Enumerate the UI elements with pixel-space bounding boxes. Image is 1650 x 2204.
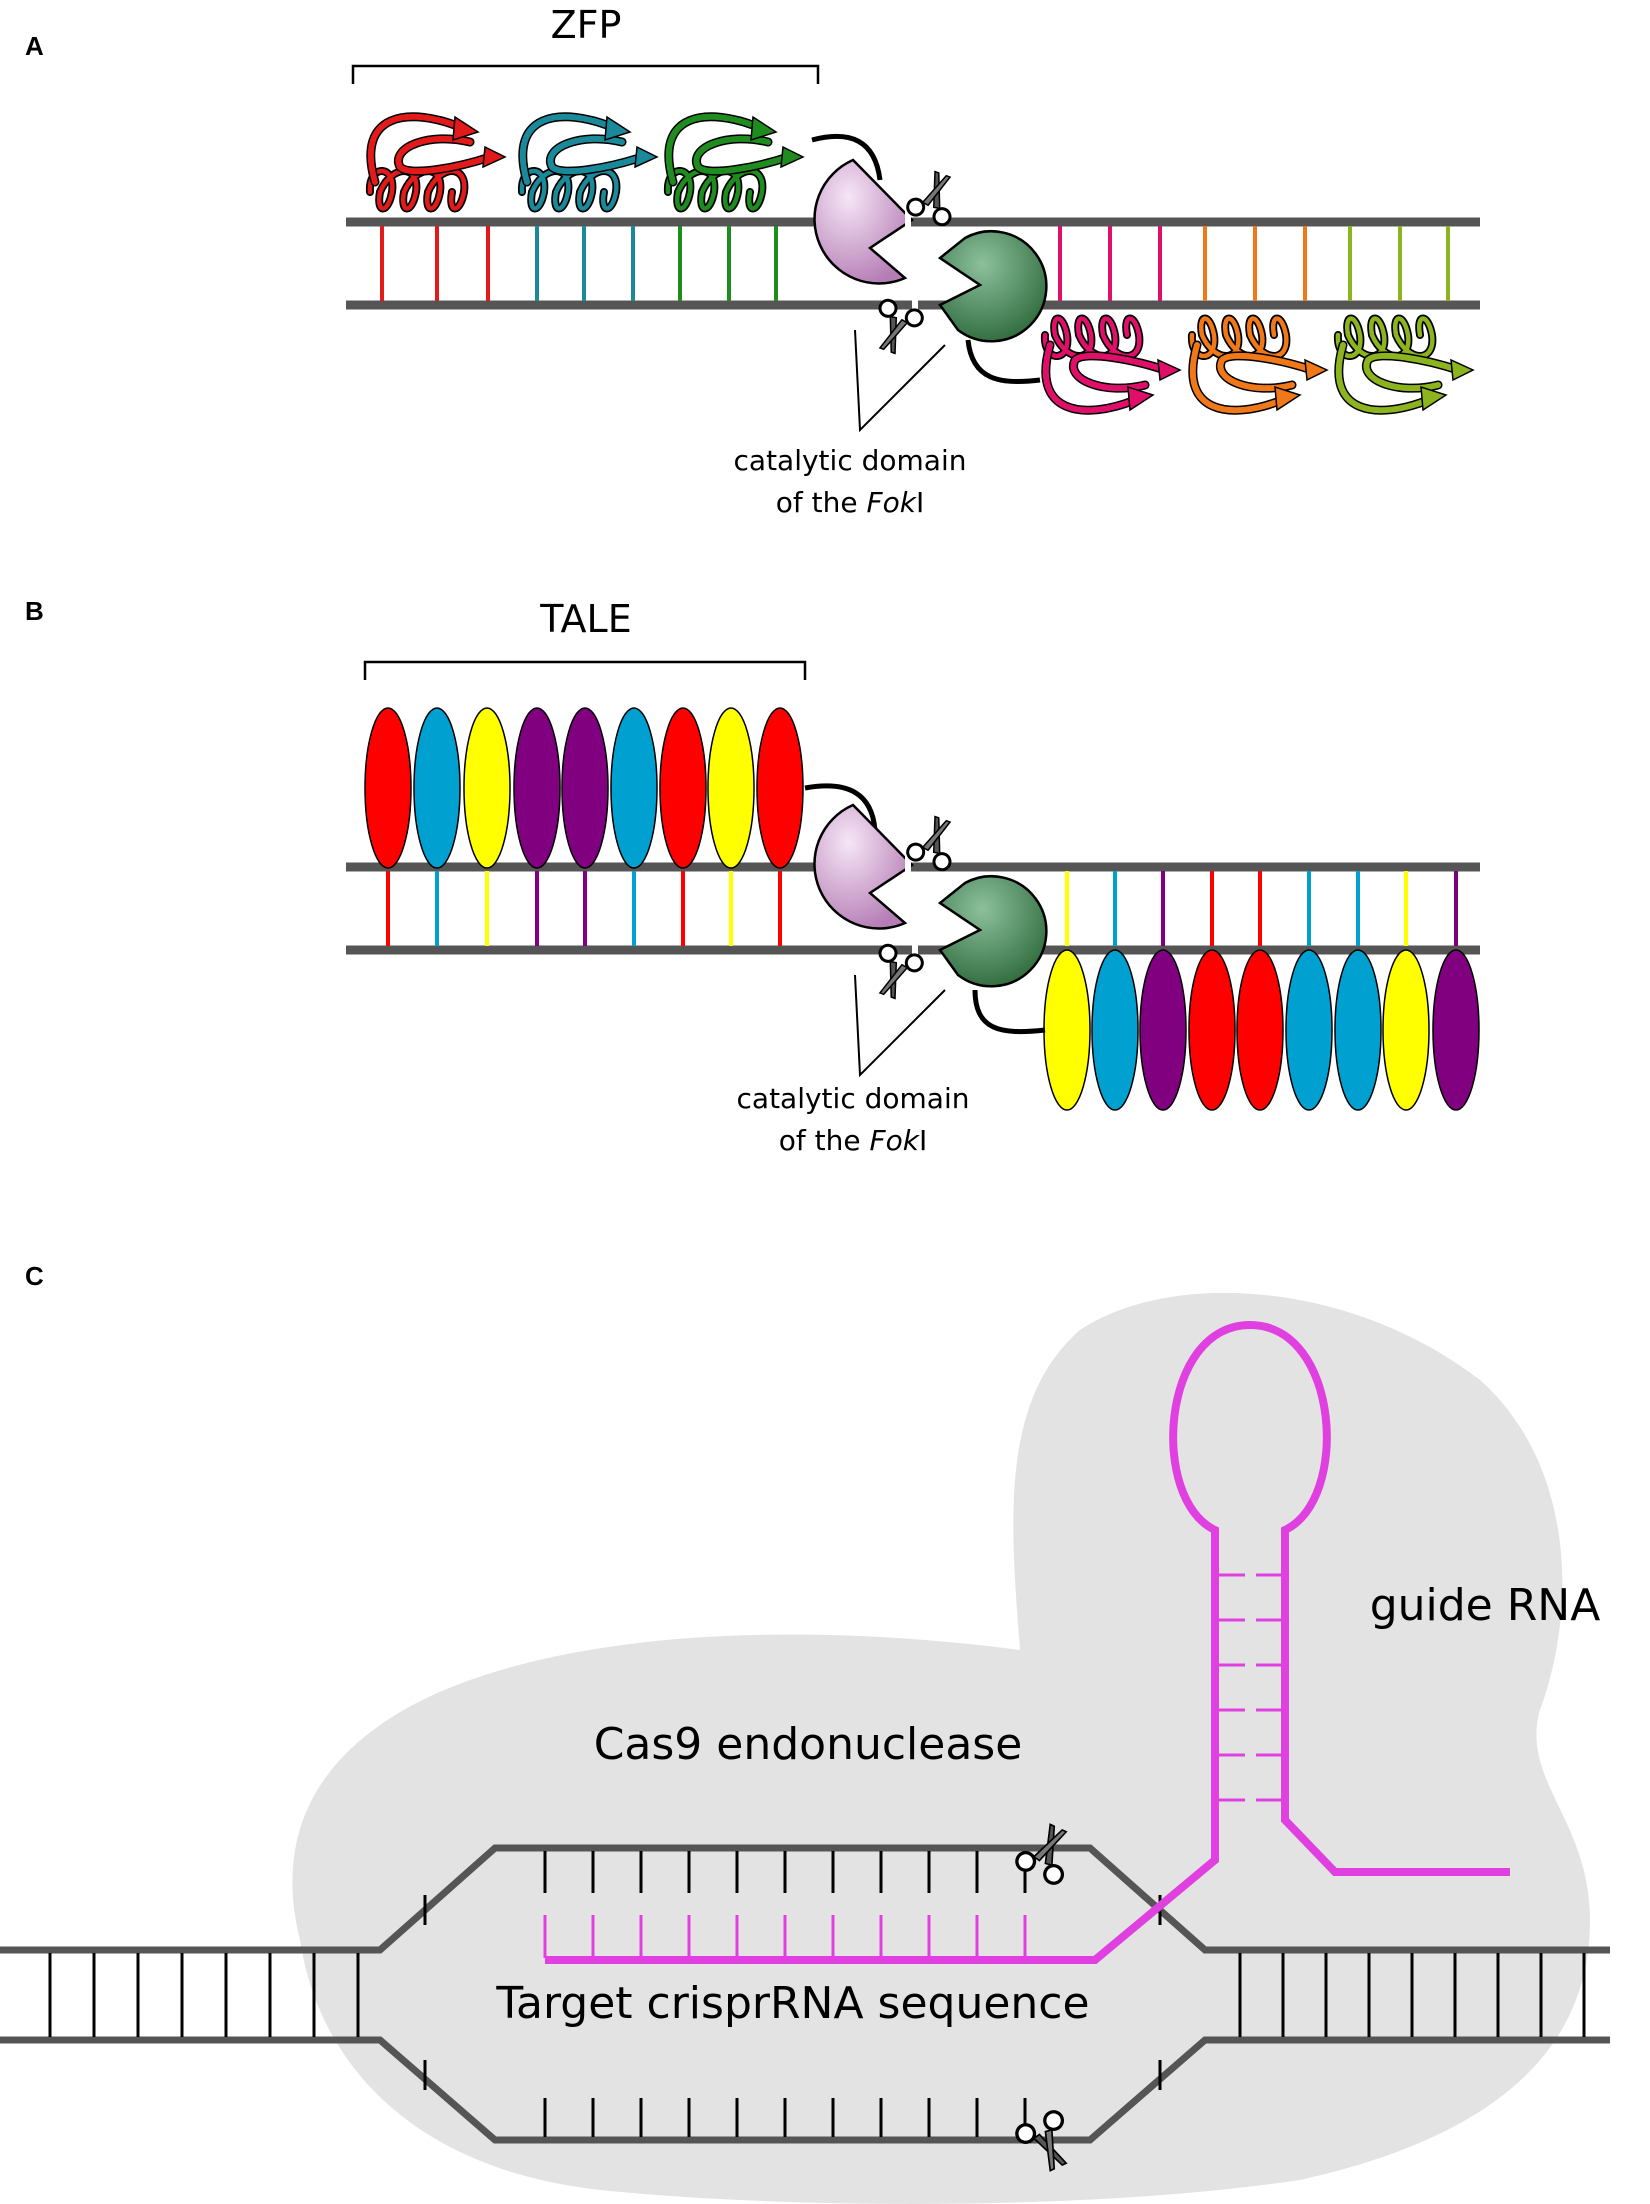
tale-repeat xyxy=(1285,949,1333,1111)
zinc-finger xyxy=(1187,314,1329,415)
panel-b: B TALE catalytic domain of the FokI xyxy=(25,596,1480,1157)
cas9-label: Cas9 endonuclease xyxy=(594,1719,1023,1770)
domain-pointer-b xyxy=(854,974,946,1078)
target-sequence-label: Target crisprRNA sequence xyxy=(495,1978,1089,2029)
foki-domain-right-a xyxy=(937,230,1048,343)
tale-repeat xyxy=(1432,949,1480,1111)
tale-repeat xyxy=(561,707,609,869)
dna-bases-a xyxy=(380,226,1450,301)
guide-rna xyxy=(545,1320,1510,1964)
foki-domain-right-b xyxy=(937,875,1048,988)
zfp-bracket xyxy=(351,64,820,84)
guide-rna-label: guide RNA xyxy=(1370,1580,1601,1631)
foki-domain-left-b xyxy=(813,803,914,930)
tale-repeat xyxy=(610,707,658,869)
zinc-fingers-left xyxy=(365,112,805,213)
tale-repeats-right xyxy=(1043,949,1480,1111)
tale-repeat xyxy=(1139,949,1187,1111)
zinc-finger xyxy=(365,112,507,213)
dna-strand-c xyxy=(0,1844,1610,2144)
domain-label-b-line1: catalytic domain xyxy=(737,1082,970,1115)
tale-repeat xyxy=(513,707,561,869)
tale-repeat xyxy=(364,707,412,869)
dna-bases-b xyxy=(386,871,1458,946)
tale-repeat xyxy=(659,707,707,869)
domain-label-b-line2: of the FokI xyxy=(779,1124,927,1157)
domain-pointer-a xyxy=(854,329,946,433)
domain-label-a-line1: catalytic domain xyxy=(734,444,967,477)
zinc-finger xyxy=(1333,314,1475,415)
panel-c: C Cas9 endonuclease guide RNA Target cri… xyxy=(0,1261,1610,2204)
tale-repeat xyxy=(1091,949,1139,1111)
dna-strand-a xyxy=(346,217,1480,310)
linker-right-a xyxy=(965,339,1041,385)
tale-repeat xyxy=(413,707,461,869)
tale-repeat xyxy=(1188,949,1236,1111)
linker-right-b xyxy=(972,989,1046,1035)
zinc-finger xyxy=(1040,314,1182,415)
zfp-label: ZFP xyxy=(551,3,622,47)
tale-repeat xyxy=(1043,949,1091,1111)
linker-left-b xyxy=(804,783,878,831)
zinc-fingers-right xyxy=(1040,314,1475,415)
tale-repeat xyxy=(1382,949,1430,1111)
tale-repeat xyxy=(707,707,755,869)
tale-bracket xyxy=(363,660,807,680)
foki-domain-left-a xyxy=(813,158,914,285)
panel-b-letter: B xyxy=(25,596,44,626)
tale-repeat xyxy=(463,707,511,869)
domain-label-a-line2: of the FokI xyxy=(776,486,924,519)
panel-a: A ZFP catalytic domain of the FokI xyxy=(25,3,1480,519)
tale-repeat xyxy=(756,707,804,869)
zinc-finger xyxy=(663,112,805,213)
tale-repeat xyxy=(1334,949,1382,1111)
dna-bases-c xyxy=(48,1851,1586,2137)
panel-c-letter: C xyxy=(25,1261,44,1291)
tale-repeats-left xyxy=(364,707,804,869)
guide-rna-bases xyxy=(543,1573,1283,1958)
zinc-finger xyxy=(517,112,659,213)
tale-label: TALE xyxy=(539,597,631,641)
cas9-protein xyxy=(292,1292,1591,2204)
tale-repeat xyxy=(1236,949,1284,1111)
linker-left-a xyxy=(811,133,883,181)
panel-a-letter: A xyxy=(25,31,44,61)
